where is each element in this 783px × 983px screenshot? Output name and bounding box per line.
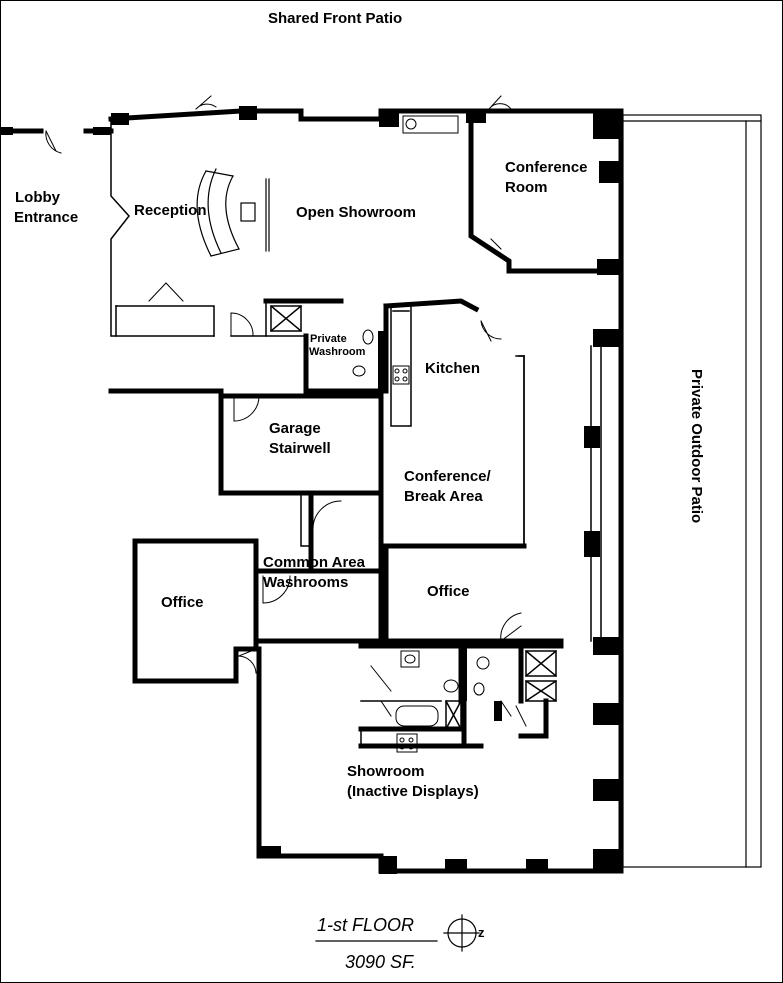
shared-front-patio-label: Shared Front Patio [268,10,403,27]
conference-break-label-line2: Break Area [404,488,483,505]
exterior-walls [1,108,624,874]
showroom-inactive-label-line2: (Inactive Displays) [347,783,479,800]
kitchen-label: Kitchen [425,360,481,377]
private-washroom-label-line2: Washroom [309,346,366,358]
office-left-label: Office [161,594,204,611]
floor-area-label: 3090 SF. [345,952,416,972]
garage-stairwell-label-line2: Stairwell [269,440,331,457]
fixtures [352,115,490,753]
conference-room-label-line1: Conference [505,159,588,176]
common-washrooms-label-line2: Washrooms [263,574,349,591]
office-right-label: Office [427,583,470,600]
north-mark-label: z [478,925,485,940]
private-washroom-label-line1: Private [310,333,347,345]
common-washrooms-label-line1: Common Area [263,554,365,571]
lobby-entrance-label-line1: Lobby [15,189,60,206]
north-symbol [315,914,480,952]
showroom-inactive-label-line1: Showroom [347,763,425,780]
patio-outline [622,114,762,868]
doors [45,95,527,727]
conference-room-label-line2: Room [505,179,548,196]
lobby-entrance-label-line2: Entrance [14,209,79,226]
interior-walls [110,118,602,747]
columns [1,106,621,874]
reception-label: Reception [134,202,207,219]
floor-name-label: 1-st FLOOR [317,915,415,935]
conference-break-label-line1: Conference/ [404,468,491,485]
open-showroom-label: Open Showroom [296,204,416,221]
private-outdoor-patio-label: Private Outdoor Patio [688,369,705,524]
reception-desk [196,168,270,257]
garage-stairwell-label-line1: Garage [269,420,321,437]
